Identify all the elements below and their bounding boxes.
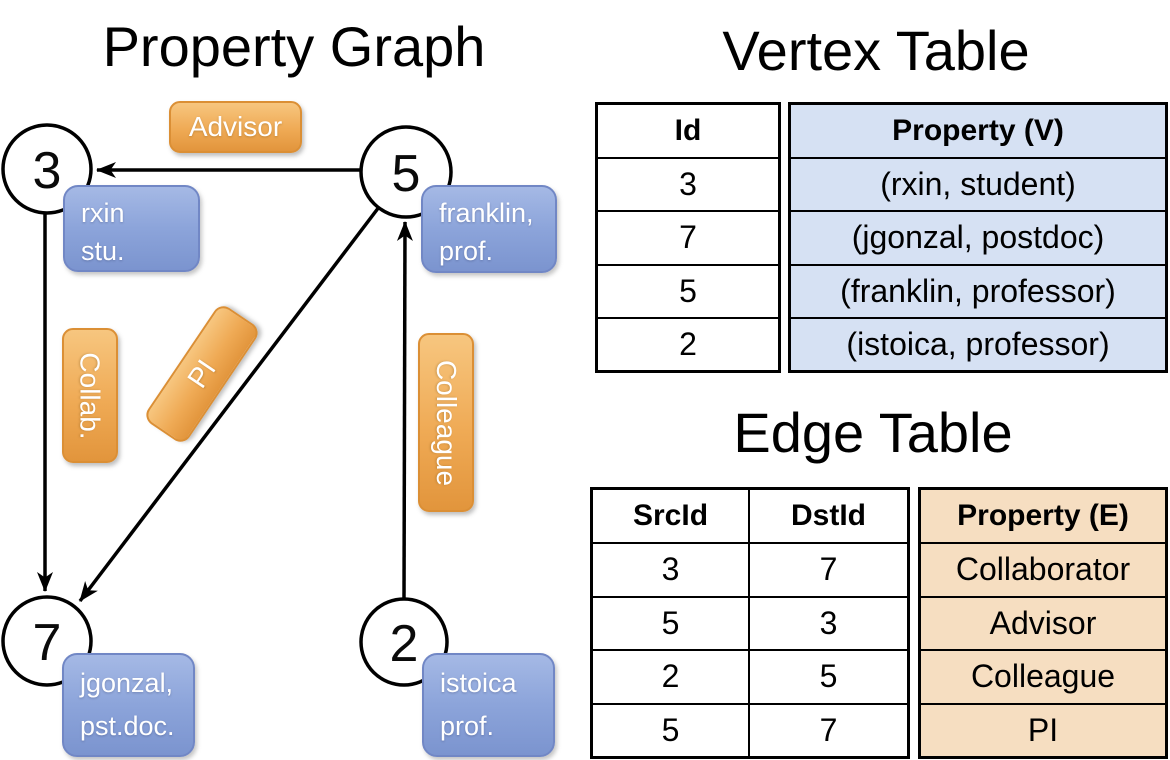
edge-table-property-column: Property (E) Collaborator Advisor Collea… xyxy=(918,487,1168,759)
edge-table-dst-cell: 5 xyxy=(750,649,907,703)
vertex-card-franklin-line2: prof. xyxy=(439,236,494,266)
edge-table-property-cell: Colleague xyxy=(921,649,1165,703)
node-id-5: 5 xyxy=(392,145,421,203)
edge-label-colleague-text: Colleague xyxy=(431,359,463,486)
property-graph-title: Property Graph xyxy=(102,15,486,78)
vertex-card-istoica-line1: istoica xyxy=(440,668,517,698)
edge-table-src-cell: 2 xyxy=(593,649,750,703)
edge-table-src-cell: 5 xyxy=(593,595,750,649)
edge-table-dst-cell: 7 xyxy=(750,542,907,596)
edge-label-collab-text: Collab. xyxy=(75,351,107,440)
edge-table-property-cell: Advisor xyxy=(921,595,1165,650)
edge-table-dst-header: DstId xyxy=(791,499,866,532)
node-id-3: 3 xyxy=(33,142,62,200)
vertex-card-jgonzal: jgonzal, pst.doc. xyxy=(62,653,195,757)
edge-table-property-cell: Collaborator xyxy=(921,542,1165,596)
edge-label-advisor-text: Advisor xyxy=(188,111,283,142)
vertex-card-jgonzal-line2: pst.doc. xyxy=(80,711,175,741)
edge-5-to-7-pi xyxy=(78,205,381,603)
vertex-card-rxin-line2: stu. xyxy=(81,236,125,266)
edge-label-advisor: Advisor xyxy=(169,101,302,153)
edge-table-id-columns: SrcId DstId 3 7 5 3 2 5 5 7 xyxy=(590,487,910,759)
node-id-2: 2 xyxy=(390,615,419,673)
node-id-7: 7 xyxy=(33,614,62,672)
vertex-card-istoica: istoica prof. xyxy=(422,653,555,757)
vertex-table-id-column: Id 3 7 5 2 xyxy=(595,102,781,373)
vertex-card-franklin: franklin, prof. xyxy=(421,185,557,273)
edge-table-dst-cell: 7 xyxy=(750,702,907,757)
vertex-table-property-cell: (rxin, student) xyxy=(791,157,1165,210)
vertex-table-id-cell: 7 xyxy=(598,210,778,263)
vertex-table-id-header: Id xyxy=(674,114,702,147)
vertex-table-id-cell: 3 xyxy=(598,157,778,210)
edge-table-property-cell: PI xyxy=(921,702,1165,757)
edge-table-src-cell: 5 xyxy=(593,702,750,756)
vertex-card-rxin: rxin stu. xyxy=(63,185,200,272)
vertex-table-id-cell: 2 xyxy=(598,316,778,370)
edge-table-src-header: SrcId xyxy=(593,490,750,542)
edge-table-property-header: Property (E) xyxy=(957,499,1129,532)
vertex-table-property-column: Property (V) (rxin, student) (jgonzal, p… xyxy=(788,102,1168,373)
edge-table-dst-cell: 3 xyxy=(750,595,907,650)
vertex-table-title: Vertex Table xyxy=(722,19,1030,82)
edge-2-to-5-colleague xyxy=(396,221,413,600)
vertex-table-id-cell: 5 xyxy=(598,263,778,317)
edge-label-collab: Collab. xyxy=(62,328,118,463)
vertex-card-rxin-line1: rxin xyxy=(81,198,125,228)
vertex-table-property-cell: (franklin, professor) xyxy=(791,263,1165,317)
edge-label-colleague: Colleague xyxy=(418,333,474,512)
vertex-card-istoica-line2: prof. xyxy=(440,711,495,741)
vertex-card-jgonzal-line1: jgonzal, xyxy=(80,668,174,698)
vertex-table-property-header: Property (V) xyxy=(892,114,1064,147)
vertex-card-franklin-line1: franklin, xyxy=(439,198,534,228)
vertex-table-property-cell: (istoica, professor) xyxy=(791,316,1165,370)
vertex-table-property-cell: (jgonzal, postdoc) xyxy=(791,210,1165,263)
edge-table-src-cell: 3 xyxy=(593,542,750,596)
edge-label-pi-text: PI xyxy=(181,354,222,394)
edge-table-title: Edge Table xyxy=(733,401,1013,464)
